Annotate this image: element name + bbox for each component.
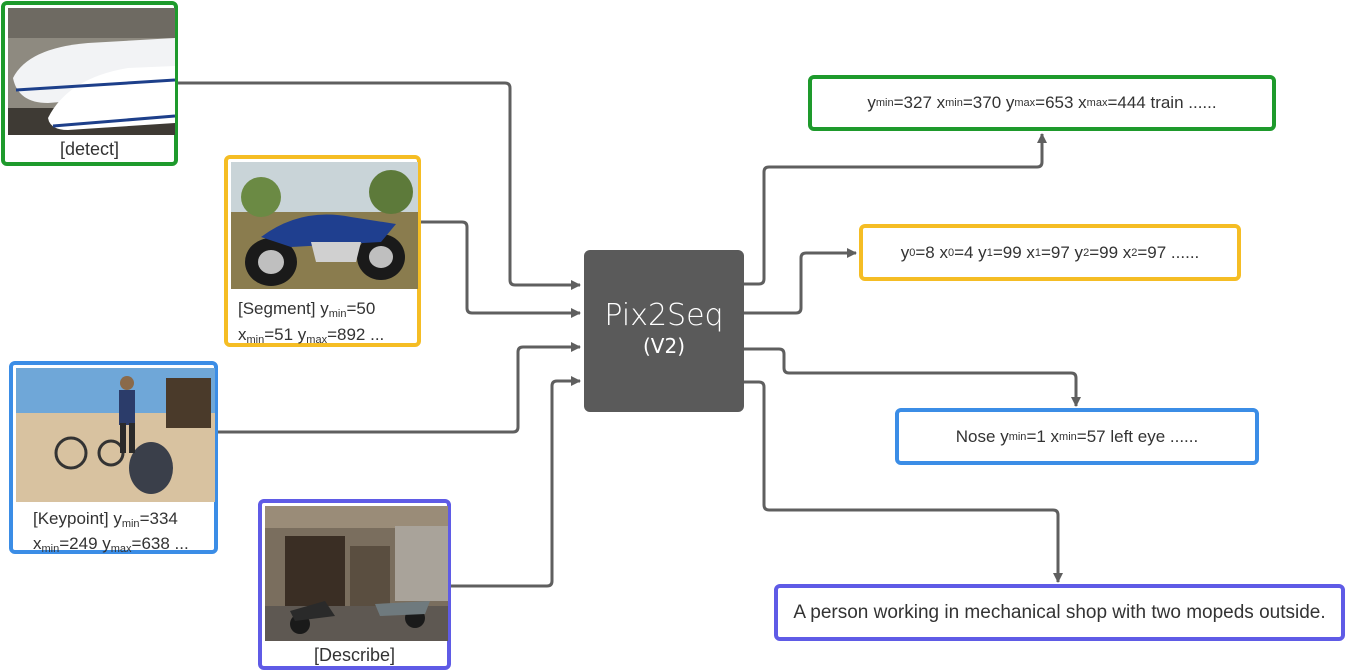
arrow-keypoint-to-model [218, 342, 581, 434]
segment-out-t3: =4 y [954, 242, 987, 262]
arrow-model-to-keypoint-output [744, 347, 1081, 407]
detect-prompt-label: [detect] [59, 139, 120, 159]
model-name: Pix2Seq [604, 298, 724, 333]
keypoint-prompt-text-5: =638 ... [131, 534, 189, 553]
keypoint-prompt-sub-3: max [110, 543, 132, 555]
segment-out-t7: =97 ...... [1137, 242, 1200, 262]
segment-prompt-text-2: =50 [346, 299, 376, 318]
detect-out-t4: =653 x [1035, 93, 1087, 112]
pix2seq-model-box: Pix2Seq (V2) [584, 250, 744, 412]
shop-image [265, 506, 448, 641]
keypoint-input-card: [Keypoint] ymin=334 xmin=249 ymax=638 ..… [9, 361, 218, 557]
describe-input-card: [Describe] [258, 499, 451, 670]
arrow-model-to-describe-output [744, 380, 1063, 583]
segment-prompt-text-4: =51 y [264, 325, 307, 344]
segment-prompt-text-5: =892 ... [327, 325, 385, 344]
segment-input-card: [Segment] ymin=50 xmin=51 ymax=892 ... [224, 155, 421, 347]
detect-out-t5: =444 train ...... [1107, 93, 1217, 112]
segment-prompt-sub-2: min [246, 334, 265, 346]
keypoint-image-illustration [16, 368, 215, 502]
keypoint-out-t3: =57 left eye ...... [1076, 426, 1199, 446]
keypoint-prompt-text-3: x [33, 534, 42, 553]
keypoint-out-t1: Nose y [955, 426, 1009, 446]
segment-out-t4: =99 x [992, 242, 1035, 262]
keypoint-prompt-text-1: [Keypoint] y [33, 509, 122, 528]
detect-out-t1: y [867, 93, 876, 112]
train-image-illustration [8, 8, 175, 135]
keypoint-image [16, 368, 215, 502]
keypoint-out-t2: =1 x [1026, 426, 1060, 446]
segment-prompt-sub-1: min [328, 308, 347, 320]
segment-out-t2: =8 x [915, 242, 948, 262]
keypoint-prompt-text-4: =249 y [59, 534, 111, 553]
keypoint-prompt-line-1: [Keypoint] ymin=334 [33, 506, 208, 532]
shop-image-illustration [265, 506, 448, 641]
arrow-model-to-detect-output [744, 133, 1047, 286]
describe-output-box: A person working in mechanical shop with… [774, 584, 1345, 641]
arrow-detect-to-model [178, 81, 581, 290]
describe-prompt-label: [Describe] [313, 645, 396, 665]
segment-prompt-line-1: [Segment] ymin=50 [238, 296, 411, 322]
model-version: (V2) [642, 334, 685, 358]
segment-prompt-text-3: x [238, 325, 247, 344]
detect-out-t3: =370 y [962, 93, 1015, 112]
keypoint-prompt-text-2: =334 [139, 509, 178, 528]
segment-out-t5: =97 y [1041, 242, 1084, 262]
segment-out-t6: =99 x [1089, 242, 1132, 262]
segment-prompt-text-1: [Segment] y [238, 299, 329, 318]
describe-output-text: A person working in mechanical shop with… [793, 601, 1326, 623]
segment-prompt-sub-3: max [306, 334, 328, 346]
train-image [8, 8, 175, 135]
keypoint-prompt-line-2: xmin=249 ymax=638 ... [33, 531, 208, 557]
detect-out-t2: =327 x [893, 93, 946, 112]
detect-input-card: [detect] [1, 1, 178, 166]
motorcycle-image-illustration [231, 162, 418, 289]
segment-prompt-line-2: xmin=51 ymax=892 ... [238, 322, 411, 348]
keypoint-prompt-sub-2: min [41, 543, 60, 555]
arrow-describe-to-model [451, 376, 581, 588]
arrow-segment-to-model [421, 220, 581, 318]
motorcycle-image [231, 162, 418, 289]
segment-out-t1: y [900, 242, 910, 262]
keypoint-prompt-sub-1: min [121, 518, 140, 530]
arrow-model-to-segment-output [744, 248, 857, 315]
